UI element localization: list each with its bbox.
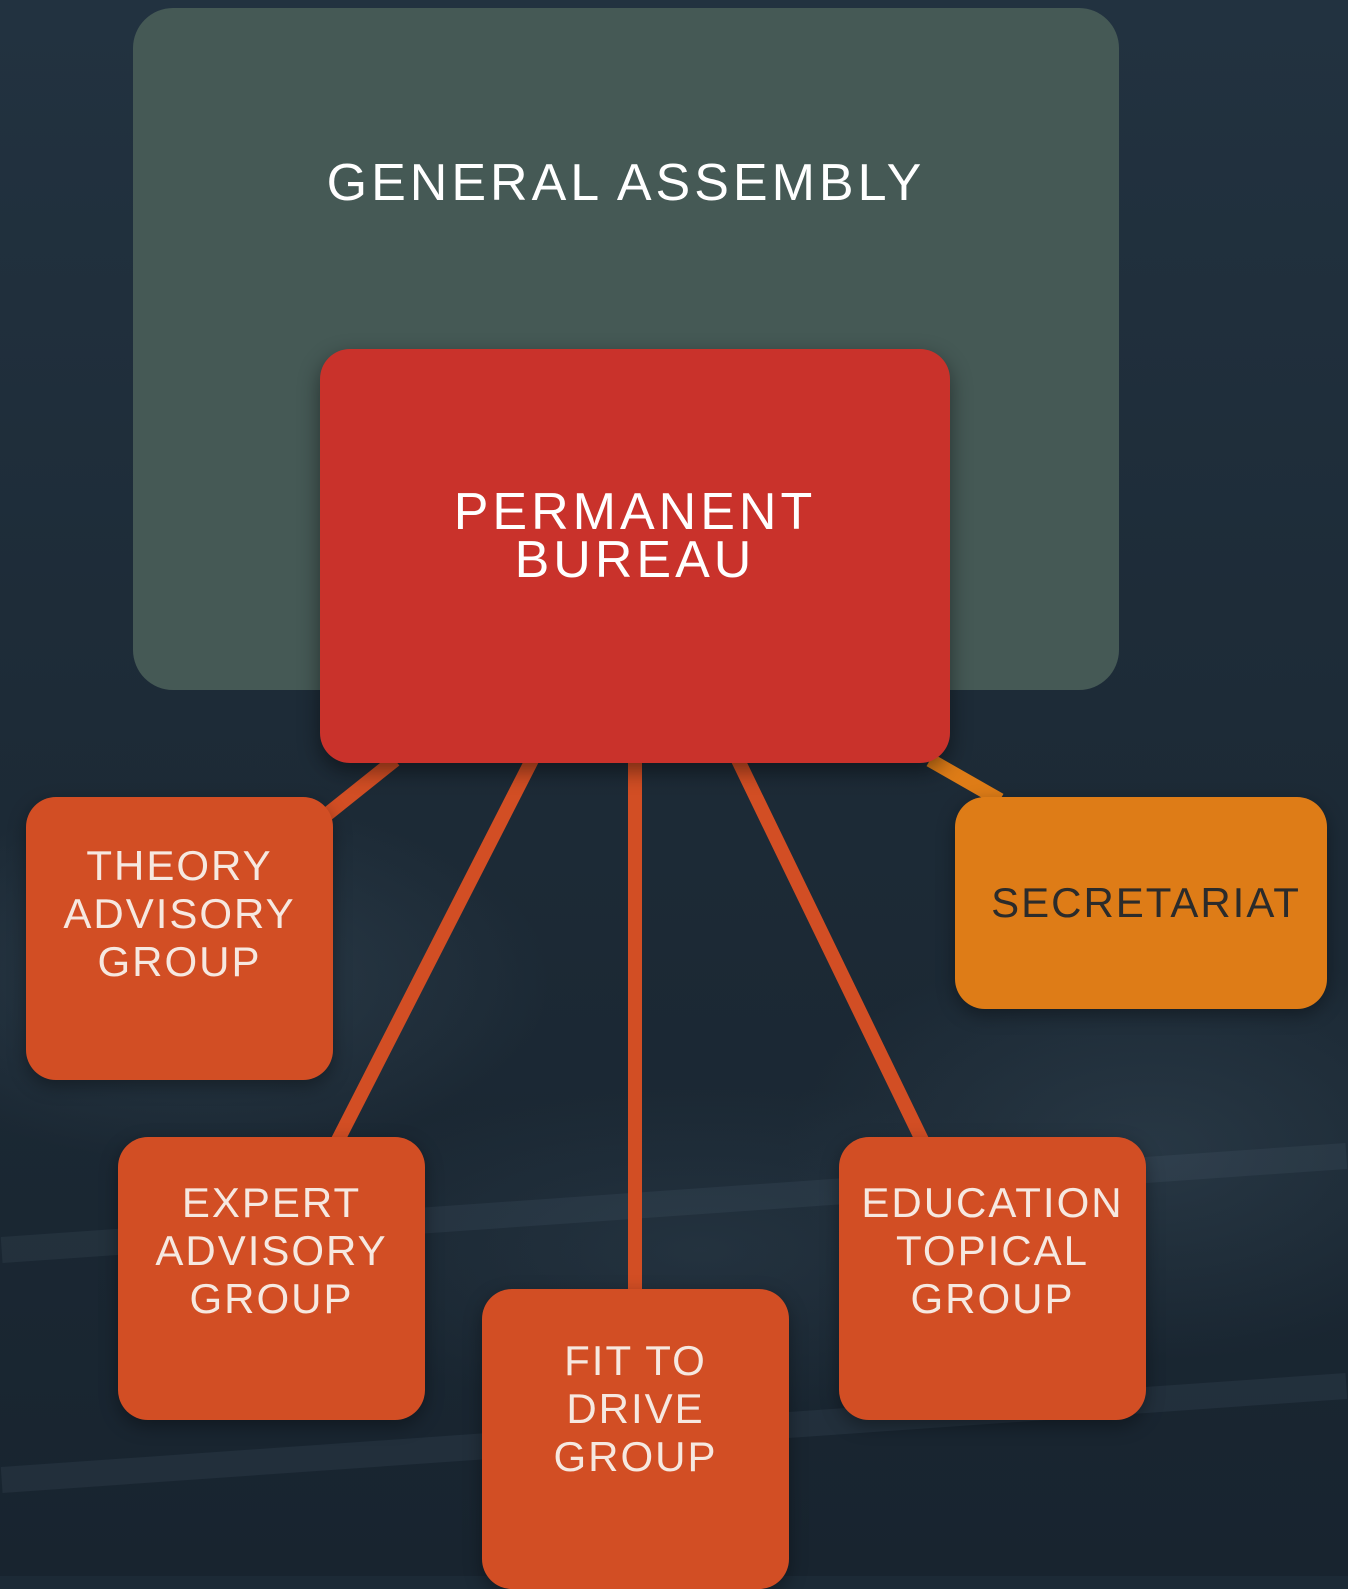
permanent-bureau-label: PERMANENT BUREAU	[453, 483, 817, 589]
education-topical-group-label: EDUCATION TOPICAL GROUP	[861, 1179, 1124, 1322]
education-topical-group-box: EDUCATION TOPICAL GROUP	[839, 1137, 1146, 1420]
permanent-bureau-box: PERMANENT BUREAU	[320, 349, 950, 763]
secretariat-box: SECRETARIAT	[955, 797, 1327, 1009]
connector-expert-advisory-group	[331, 756, 539, 1144]
connector-theory-advisory-group	[315, 754, 400, 826]
secretariat-label: SECRETARIAT	[991, 879, 1301, 926]
connector-education-topical-group	[731, 756, 929, 1144]
theory-advisory-group-label: THEORY ADVISORY GROUP	[63, 842, 296, 985]
expert-advisory-group-label: EXPERT ADVISORY GROUP	[155, 1179, 388, 1322]
theory-advisory-group-box: THEORY ADVISORY GROUP	[26, 797, 333, 1080]
general-assembly-label: GENERAL ASSEMBLY	[326, 154, 926, 212]
fit-to-drive-group-box: FIT TO DRIVE GROUP	[482, 1289, 789, 1589]
fit-to-drive-group-label: FIT TO DRIVE GROUP	[553, 1337, 718, 1480]
expert-advisory-group-box: EXPERT ADVISORY GROUP	[118, 1137, 425, 1420]
connector-secretariat	[926, 753, 1004, 807]
